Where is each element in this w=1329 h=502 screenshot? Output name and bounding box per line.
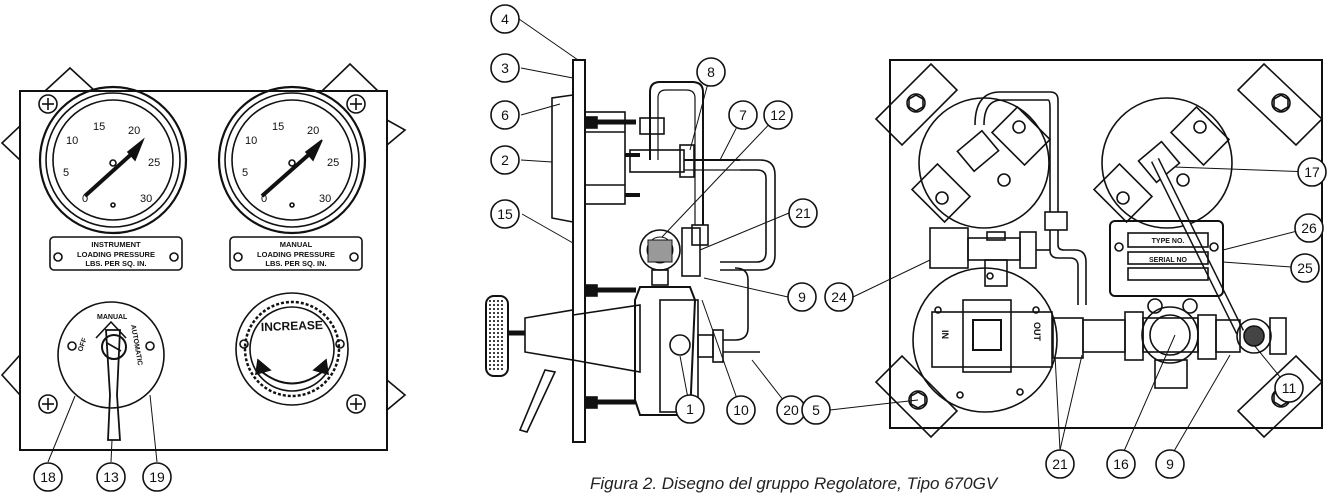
callout-label: 10	[733, 402, 749, 418]
tick-label: 15	[93, 121, 105, 133]
callout-label: 21	[1052, 456, 1068, 472]
callout-2	[490, 145, 520, 175]
plate-manual	[229, 236, 363, 271]
gauge-ticks-2: 0 5 10 15 20 25 30	[242, 121, 339, 205]
callout-4	[490, 4, 520, 34]
callout-1	[675, 394, 705, 424]
gauge-ticks-1: 0 5 10 15 20 25 30	[63, 121, 160, 205]
plate-manual-line1: MANUAL	[280, 240, 313, 249]
callout-label: 4	[501, 11, 509, 27]
callout-label: 6	[501, 107, 509, 123]
figure-caption: Figura 2. Disegno del gruppo Regolatore,…	[590, 474, 998, 493]
callout-15	[490, 199, 520, 229]
tick-label: 30	[140, 193, 152, 205]
leader-lines	[47, 18, 1313, 463]
callout-6	[490, 100, 520, 130]
tick-label: 5	[63, 167, 69, 179]
callout-label: 2	[501, 152, 509, 168]
selector-off-label: OFF	[77, 336, 89, 352]
plate-manual-line2: LOADING PRESSURE	[257, 250, 335, 259]
callout-label: 11	[1282, 380, 1297, 396]
selector-manual-label: MANUAL	[97, 314, 128, 321]
increase-label: INCREASE	[261, 318, 323, 334]
callout-13	[96, 462, 126, 492]
gauge-instrument	[38, 85, 188, 235]
tick-label: 15	[272, 121, 284, 133]
callout-label: 9	[1166, 456, 1174, 472]
side-view	[485, 59, 776, 443]
tick-label: 10	[245, 135, 257, 147]
callout-label: 16	[1113, 456, 1129, 472]
callout-21	[788, 198, 818, 228]
callout-label: 5	[812, 402, 820, 418]
callout-label: 15	[497, 206, 513, 222]
callouts	[33, 4, 1327, 492]
callout-label: 1	[686, 401, 694, 417]
tick-label: 20	[307, 125, 319, 137]
valve-in-label: IN	[940, 330, 950, 339]
callout-7	[728, 100, 758, 130]
callout-label: 17	[1304, 164, 1320, 180]
callout-label: 20	[783, 402, 799, 418]
tick-label: 5	[242, 167, 248, 179]
callout-label: 21	[795, 205, 811, 221]
tick-label: 0	[82, 193, 88, 205]
callout-9b	[1155, 449, 1185, 479]
callout-19	[142, 462, 172, 492]
plate-instrument-line2: LOADING PRESSURE	[77, 250, 155, 259]
plate-instrument	[49, 236, 183, 271]
callout-label: 12	[770, 107, 786, 123]
valve-out-label: OUT	[1032, 322, 1042, 342]
callout-18	[33, 462, 63, 492]
callout-label: 18	[40, 469, 56, 485]
callout-label: 19	[149, 469, 165, 485]
plate-instrument-line1: INSTRUMENT	[91, 240, 141, 249]
rear-panel	[874, 59, 1324, 439]
front-panel	[0, 62, 407, 451]
callout-26	[1294, 213, 1324, 243]
tick-label: 10	[66, 135, 78, 147]
callout-11	[1274, 373, 1304, 403]
callout-25	[1290, 253, 1320, 283]
serial-no-label: SERIAL NO	[1149, 257, 1188, 264]
callout-3	[490, 53, 520, 83]
callout-label: 9	[798, 289, 806, 305]
bracket-top-right	[1236, 62, 1324, 147]
callout-label: 25	[1297, 260, 1313, 276]
plate-instrument-line3: LBS. PER SQ. IN.	[85, 259, 146, 268]
callout-24	[824, 282, 854, 312]
callout-label: 3	[501, 60, 509, 76]
callout-17	[1297, 157, 1327, 187]
tick-label: 30	[319, 193, 331, 205]
selector-switch	[57, 301, 165, 441]
callout-label: 26	[1301, 220, 1317, 236]
callout-10	[726, 395, 756, 425]
plate-manual-line3: LBS. PER SQ. IN.	[265, 259, 326, 268]
callout-label: 13	[103, 469, 119, 485]
type-no-label: TYPE NO.	[1152, 238, 1185, 245]
callout-12	[763, 100, 793, 130]
type-plate	[1109, 220, 1224, 297]
callout-8	[696, 57, 726, 87]
callout-9	[787, 282, 817, 312]
callout-16	[1106, 449, 1136, 479]
callout-label: 24	[831, 289, 847, 305]
tick-label: 25	[327, 157, 339, 169]
selector-automatic-label: AUTOMATIC	[129, 324, 143, 366]
callout-5	[801, 395, 831, 425]
tick-label: 20	[128, 125, 140, 137]
increase-knob	[235, 292, 349, 406]
bracket-bottom-left	[874, 354, 959, 439]
gauge-manual	[217, 85, 367, 235]
bracket-top-left	[874, 62, 959, 147]
callout-21b	[1045, 449, 1075, 479]
tick-label: 25	[148, 157, 160, 169]
callout-label: 7	[739, 107, 747, 123]
callout-label: 8	[707, 64, 715, 80]
tick-label: 0	[261, 193, 267, 205]
